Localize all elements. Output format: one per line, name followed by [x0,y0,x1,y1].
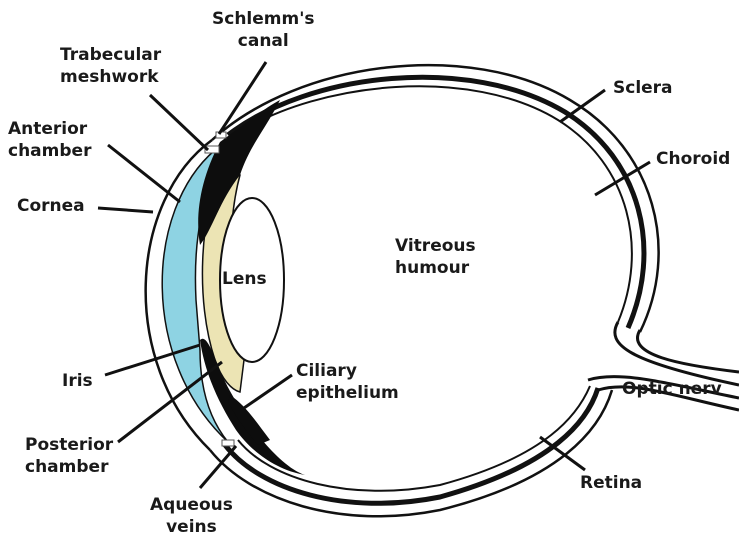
label-cornea: Cornea [17,195,85,217]
aqueous-veins-mark [222,440,234,446]
leader-ciliary-epithelium [244,375,292,408]
label-iris: Iris [62,370,93,392]
label-posterior-chamber: Posterior chamber [25,434,113,478]
label-ciliary-epithelium: Ciliary epithelium [296,360,399,404]
label-lens: Lens [222,268,267,290]
label-sclera: Sclera [613,77,673,99]
label-choroid: Choroid [656,148,730,170]
label-vitreous-humour: Vitreous humour [395,235,476,279]
label-aqueous-veins: Aqueous veins [150,494,233,538]
leader-sclera [560,90,605,122]
leader-trabecular-meshwork [150,95,208,150]
label-schlemms-canal: Schlemm's canal [212,8,315,52]
optic-nerve-top [615,322,739,385]
leader-aqueous-veins [200,446,236,488]
leader-cornea [98,208,153,212]
label-retina: Retina [580,472,642,494]
label-anterior-chamber: Anterior chamber [8,118,91,162]
leader-anterior-chamber [108,145,180,202]
label-trabecular-meshwork: Trabecular meshwork [60,44,161,88]
label-optic-nerve: Optic nerv [622,378,722,400]
